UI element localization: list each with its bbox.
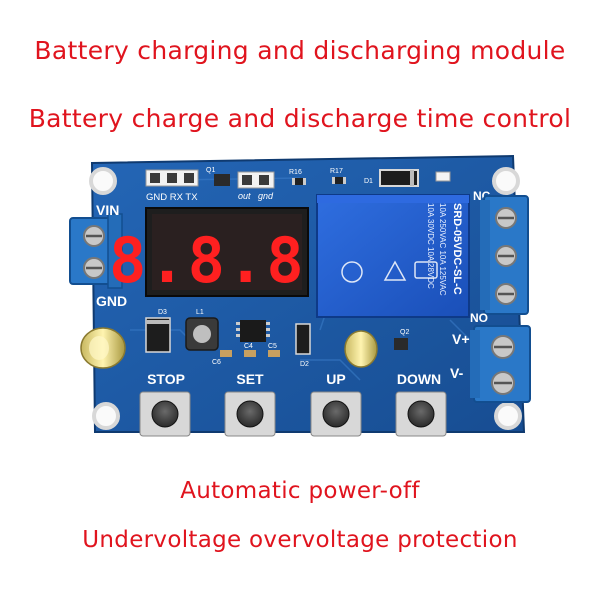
resistor-r17: [332, 177, 346, 184]
vin-label: VIN: [96, 202, 119, 218]
diode-d1: [379, 169, 419, 187]
relay-terminal-block: [480, 195, 529, 315]
small-capacitors: [220, 350, 280, 357]
label-r17: R17: [330, 168, 343, 175]
set-button[interactable]: [224, 391, 276, 437]
led-indicator: [435, 171, 451, 182]
label-c6: C6: [212, 359, 221, 366]
mounting-hole-bottom-left: [92, 402, 120, 430]
transistor-q1: [214, 174, 230, 186]
serial-header: [145, 169, 199, 187]
diode-d3: [145, 317, 171, 353]
relay: [316, 194, 470, 318]
out-label: out: [238, 191, 251, 201]
label-c5: C5: [268, 343, 277, 350]
relay-model: SRD-05VDC-SL-C: [451, 203, 463, 295]
relay-cert-logos: [341, 260, 438, 283]
serial-header-label: GND RX TX: [146, 192, 198, 203]
label-d1: D1: [364, 178, 373, 185]
output-header: [237, 171, 275, 189]
electrolytic-capacitor-right: [344, 330, 378, 368]
down-button[interactable]: [395, 391, 447, 437]
mounting-hole-top-left: [89, 167, 117, 195]
label-d2: D2: [300, 361, 309, 368]
diode-d2: [295, 323, 311, 355]
up-button[interactable]: [310, 391, 362, 437]
electrolytic-capacitor-left: [80, 327, 126, 369]
down-button-label: DOWN: [397, 371, 441, 387]
set-button-label: SET: [236, 371, 264, 387]
gnd-label: GND: [96, 293, 127, 309]
inductor-l1: [185, 317, 219, 351]
relay-rating-dc: 10A 30VDC 10A 28VDC: [426, 203, 435, 289]
ic-chip: [236, 320, 270, 342]
label-q2: Q2: [400, 329, 409, 336]
up-button-label: UP: [326, 371, 345, 387]
caption-voltage-protection: Undervoltage overvoltage protection: [82, 527, 518, 553]
gnd2-label: gnd: [258, 191, 274, 201]
stop-button-label: STOP: [147, 371, 185, 387]
vminus-label: V-: [450, 365, 464, 381]
label-c4: C4: [244, 343, 253, 350]
mounting-hole-bottom-right: [494, 402, 522, 430]
transistor-q2: [394, 338, 408, 350]
seven-segment-display: [145, 207, 309, 297]
mounting-hole-top-right: [492, 167, 520, 195]
label-l1: L1: [196, 309, 204, 316]
vplus-label: V+: [452, 331, 470, 347]
battery-terminal-block: [470, 325, 531, 403]
relay-rating-ac: 10A 250VAC 10A 125VAC: [438, 203, 447, 296]
vin-terminal-block: [69, 213, 123, 289]
caption-time-control: Battery charge and discharge time contro…: [28, 104, 572, 133]
caption-auto-power-off: Automatic power-off: [180, 478, 420, 504]
stop-button[interactable]: [139, 391, 191, 437]
resistor-r16: [292, 178, 306, 185]
label-d3: D3: [158, 309, 167, 316]
label-r16: R16: [289, 169, 302, 176]
label-q1: Q1: [206, 167, 215, 174]
caption-title: Battery charging and discharging module: [34, 36, 566, 65]
display-digits: 8.8.8.: [109, 224, 345, 297]
no-label: NO: [470, 311, 488, 325]
